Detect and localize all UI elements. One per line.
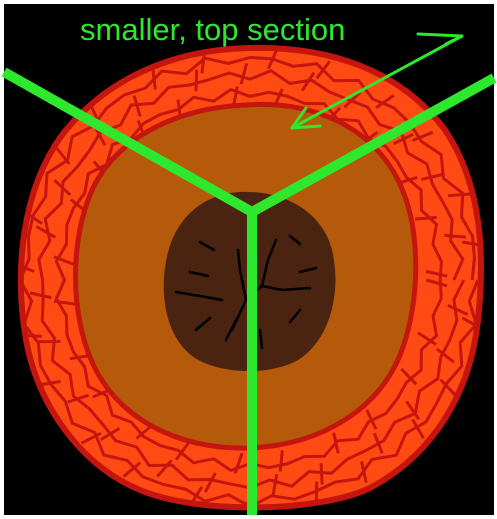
bark-cell-wall bbox=[280, 450, 282, 471]
bark-cell-wall bbox=[415, 217, 437, 219]
bark-cell-wall bbox=[321, 463, 322, 484]
bark-cell-wall bbox=[448, 194, 470, 196]
annotation-label: smaller, top section bbox=[80, 12, 345, 47]
bark-cell-wall bbox=[444, 235, 466, 237]
bark-cell-wall bbox=[196, 70, 197, 91]
